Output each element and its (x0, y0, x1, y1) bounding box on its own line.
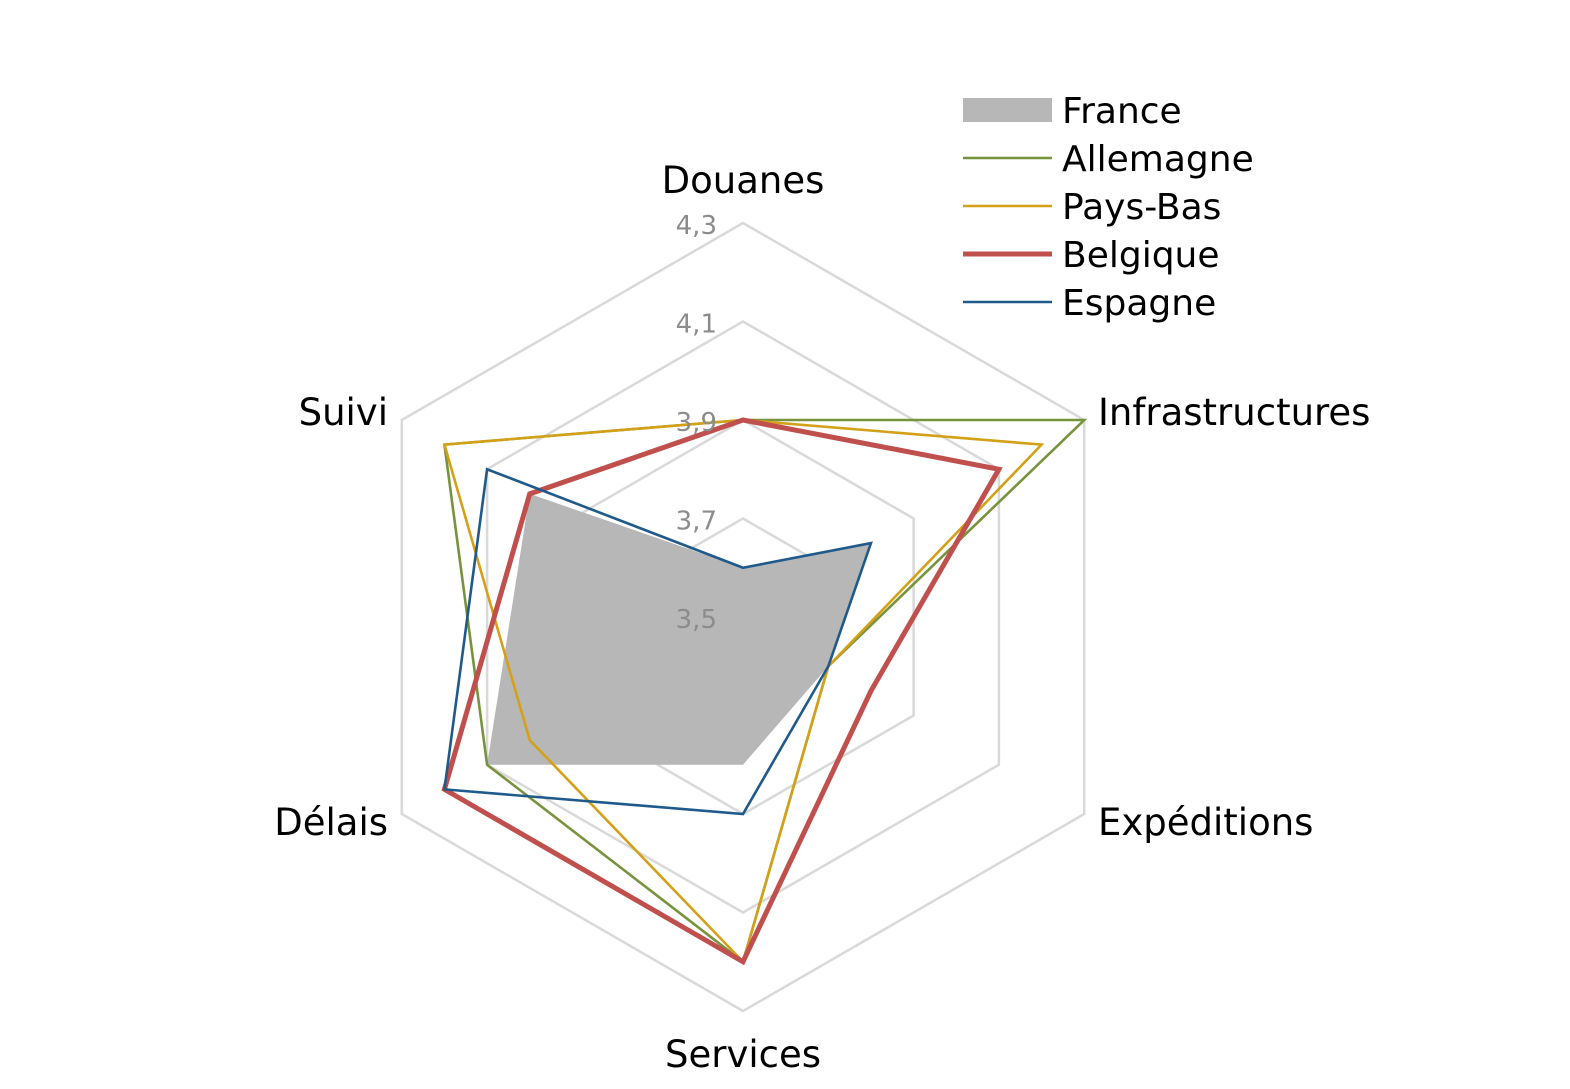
tick-label: 4,3 (676, 211, 717, 241)
axis-label: Délais (274, 801, 388, 844)
legend-label: Belgique (1062, 235, 1220, 276)
axis-label: Douanes (662, 159, 825, 202)
legend-swatch (963, 98, 1052, 122)
axis-label: Infrastructures (1098, 391, 1370, 434)
tick-label: 3,9 (676, 408, 717, 438)
legend-label: France (1062, 91, 1182, 132)
axis-label: Expéditions (1098, 801, 1313, 844)
series-group (441, 417, 1088, 966)
legend-label: Allemagne (1062, 139, 1254, 180)
axis-label: Services (665, 1033, 821, 1076)
tick-labels: 3,5 3,7 3,9 4,1 4,3 (676, 211, 717, 635)
tick-label: 4,1 (676, 310, 717, 340)
series-espagne-line (442, 467, 873, 816)
legend-label: Pays-Bas (1062, 187, 1221, 228)
axis-label: Suivi (299, 391, 388, 434)
axis-labels: DouanesInfrastructuresExpéditionsService… (274, 159, 1370, 1076)
tick-label: 3,7 (676, 507, 717, 537)
legend-label: Espagne (1062, 283, 1216, 324)
tick-label: 3,5 (676, 605, 717, 635)
series-belgique-line (441, 417, 1003, 966)
